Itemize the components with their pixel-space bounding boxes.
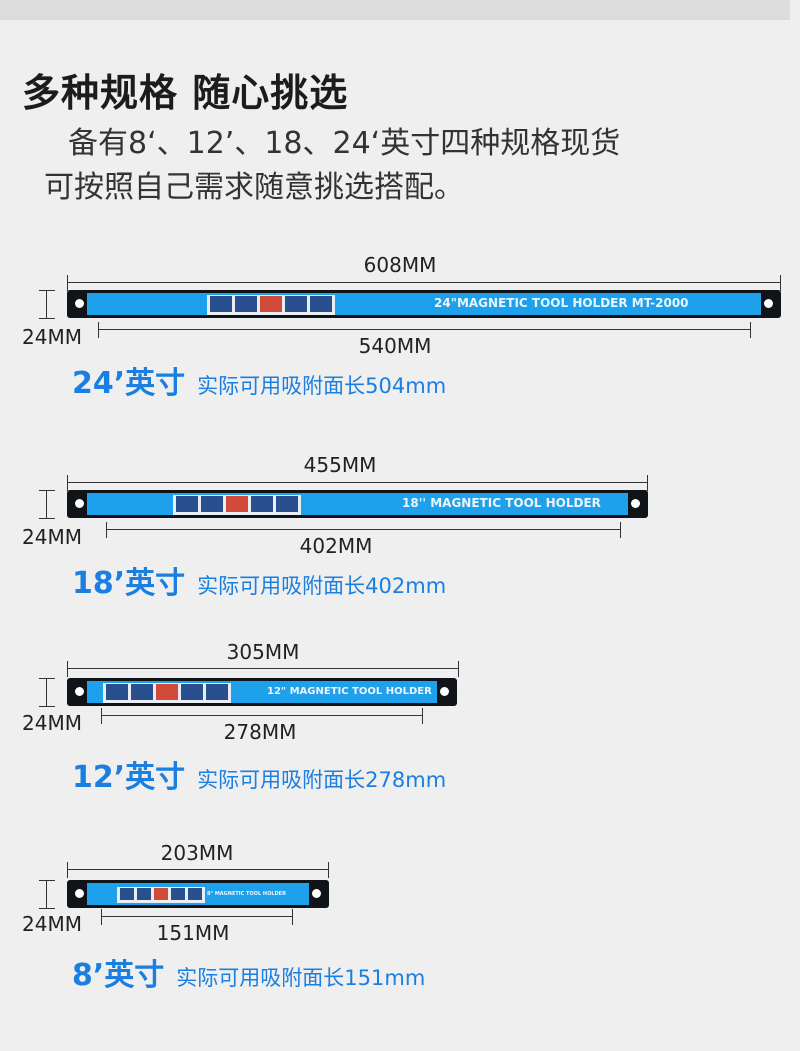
dim-tick	[422, 708, 423, 724]
bar-print-text: 24"MAGNETIC TOOL HOLDER MT-2000	[434, 296, 689, 310]
bar-print-text: 12" MAGNETIC TOOL HOLDER	[267, 686, 432, 697]
dim-tick	[67, 862, 68, 878]
total-length-line	[67, 482, 648, 483]
height-tick	[39, 678, 55, 679]
dim-tick	[106, 522, 107, 538]
usable-note: 实际可用吸附面长504mm	[197, 374, 447, 398]
size-caption: 18’英寸实际可用吸附面长402mm	[72, 558, 446, 602]
size-label: 18’英寸	[72, 566, 186, 601]
height-label: 24MM	[22, 325, 82, 349]
tool-icons-strip	[173, 495, 301, 515]
dim-tick	[328, 862, 329, 878]
tool-icons-strip	[207, 295, 335, 315]
dim-tick	[458, 661, 459, 677]
size-label: 12’英寸	[72, 760, 186, 795]
size-label: 8’英寸	[72, 958, 165, 993]
mount-hole	[312, 889, 321, 898]
total-length-line	[67, 668, 459, 669]
size-caption: 8’英寸实际可用吸附面长151mm	[72, 950, 425, 994]
usable-length-line	[98, 329, 750, 330]
total-length-line	[67, 282, 781, 283]
size-caption: 12’英寸实际可用吸附面长278mm	[72, 752, 446, 796]
dim-tick	[67, 475, 68, 491]
section-title: 多种规格 随心挑选	[22, 71, 349, 115]
height-tick	[39, 318, 55, 319]
mount-hole	[75, 499, 84, 508]
mount-hole	[75, 687, 84, 696]
total-length-line	[67, 869, 329, 870]
size-caption: 24’英寸实际可用吸附面长504mm	[72, 358, 446, 402]
usable-length-label: 402MM	[299, 534, 373, 558]
height-tick	[39, 880, 55, 881]
tool-icons-strip	[117, 887, 205, 903]
usable-note: 实际可用吸附面长402mm	[197, 574, 447, 598]
mount-hole	[631, 499, 640, 508]
height-tick	[39, 518, 55, 519]
total-length-label: 203MM	[160, 841, 234, 865]
dim-tick	[101, 909, 102, 925]
magnetic-bar-8: 8" MAGNETIC TOOL HOLDER	[67, 880, 329, 908]
description-line-1: 备有8‘、12’、18、24‘英寸四种规格现货	[68, 126, 621, 161]
magnetic-bar-18: 18'' MAGNETIC TOOL HOLDER	[67, 490, 648, 518]
top-divider-bar	[0, 0, 790, 20]
magnetic-bar-12: 12" MAGNETIC TOOL HOLDER	[67, 678, 457, 706]
usable-note: 实际可用吸附面长278mm	[197, 768, 447, 792]
mount-hole	[75, 299, 84, 308]
total-length-label: 455MM	[303, 453, 377, 477]
height-tick	[39, 706, 55, 707]
usable-note: 实际可用吸附面长151mm	[176, 966, 426, 990]
mount-hole	[75, 889, 84, 898]
dim-tick	[647, 475, 648, 491]
dim-tick	[750, 322, 751, 338]
usable-length-line	[106, 529, 620, 530]
height-line	[46, 490, 47, 518]
total-length-label: 608MM	[363, 253, 437, 277]
usable-length-line	[101, 916, 292, 917]
height-tick	[39, 490, 55, 491]
height-tick	[39, 290, 55, 291]
dim-tick	[101, 708, 102, 724]
usable-length-label: 540MM	[358, 334, 432, 358]
mount-hole	[440, 687, 449, 696]
bar-print-text: 8" MAGNETIC TOOL HOLDER	[207, 891, 286, 897]
magnetic-bar-24: 24"MAGNETIC TOOL HOLDER MT-2000	[67, 290, 781, 318]
mount-hole	[764, 299, 773, 308]
usable-length-line	[101, 715, 422, 716]
size-label: 24’英寸	[72, 366, 186, 401]
height-line	[46, 678, 47, 706]
dim-tick	[620, 522, 621, 538]
height-tick	[39, 908, 55, 909]
dim-tick	[67, 275, 68, 291]
height-label: 24MM	[22, 525, 82, 549]
dim-tick	[780, 275, 781, 291]
bar-print-text: 18'' MAGNETIC TOOL HOLDER	[402, 496, 601, 510]
description-line-2: 可按照自己需求随意挑选搭配。	[44, 170, 464, 205]
dim-tick	[98, 322, 99, 338]
height-line	[46, 880, 47, 908]
usable-length-label: 151MM	[156, 921, 230, 945]
tool-icons-strip	[103, 683, 231, 703]
height-label: 24MM	[22, 912, 82, 936]
height-label: 24MM	[22, 711, 82, 735]
section-description: 备有8‘、12’、18、24‘英寸四种规格现货 可按照自己需求随意挑选搭配。	[44, 122, 620, 210]
height-line	[46, 290, 47, 318]
dim-tick	[67, 661, 68, 677]
usable-length-label: 278MM	[223, 720, 297, 744]
dim-tick	[292, 909, 293, 925]
total-length-label: 305MM	[226, 640, 300, 664]
